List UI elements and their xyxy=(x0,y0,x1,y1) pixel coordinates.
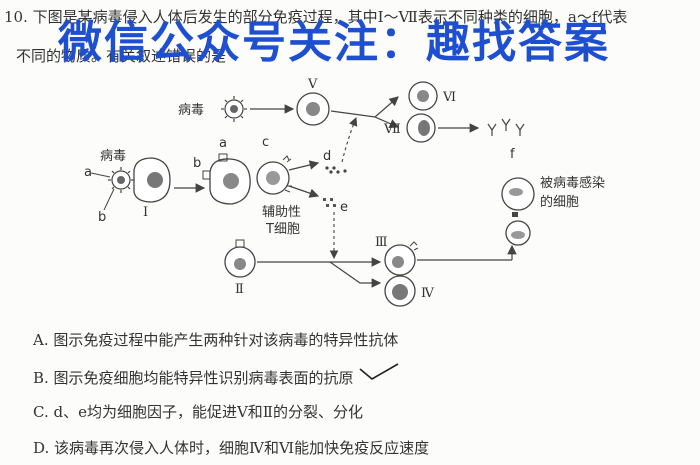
cell-ii xyxy=(224,239,256,278)
cell-vi-label: Ⅵ xyxy=(442,90,456,105)
infected-cell-top xyxy=(501,177,535,217)
cell-v xyxy=(296,92,330,126)
cell-iv xyxy=(384,275,416,307)
antigen-presenting-cell xyxy=(202,153,251,205)
label-d: d xyxy=(323,149,331,164)
cell-i xyxy=(133,157,171,203)
helper-t-label-line1: 辅助性 xyxy=(262,205,301,220)
helper-t-label-line2: T细胞 xyxy=(265,222,300,237)
cell-iii-label: Ⅲ xyxy=(375,235,388,250)
antibody-icons xyxy=(487,118,525,136)
label-e: e xyxy=(340,200,348,215)
label-b-left: b xyxy=(98,210,106,225)
cell-vii-label: Ⅶ xyxy=(383,122,401,137)
infected-label-line2: 的细胞 xyxy=(540,194,579,210)
label-a-mid: a xyxy=(219,136,227,151)
cell-i-label: Ⅰ xyxy=(143,205,148,220)
option-b: B. 图示免疫细胞均能特异性识别病毒表面的抗原 xyxy=(33,369,354,387)
cell-iv-label: Ⅳ xyxy=(421,286,435,301)
question-stem-line-1: 10. 下图是某病毒侵入人体后发生的部分免疫过程，其中Ⅰ～Ⅶ表示不同种类的细胞，… xyxy=(4,8,628,26)
cell-v-label: Ⅴ xyxy=(307,77,318,92)
cell-vii xyxy=(406,113,436,143)
virus-top-label: 病毒 xyxy=(178,103,204,118)
cell-ii-label: Ⅱ xyxy=(235,282,244,297)
label-a-left: a xyxy=(84,165,92,180)
label-c: c xyxy=(262,135,269,150)
option-c: C. d、e均为细胞因子，能促进Ⅴ和Ⅱ的分裂、分化 xyxy=(33,403,363,421)
option-a: A. 图示免疫过程中能产生两种针对该病毒的特异性抗体 xyxy=(33,331,399,349)
watermark-text: 微信公众号关注：趣找答案 xyxy=(58,17,610,68)
cytokine-e-squares xyxy=(323,198,336,207)
virus-left-icon xyxy=(108,167,134,193)
option-d: D. 该病毒再次侵入人体时，细胞Ⅳ和Ⅵ能加快免疫反应速度 xyxy=(33,439,430,457)
virus-top-icon xyxy=(221,96,247,122)
virus-left-label: 病毒 xyxy=(100,149,126,164)
helper-t-cell xyxy=(256,155,292,195)
question-stem-line-2: 不同的物质。有关叙述错误的是 xyxy=(16,47,227,65)
infected-label-line1: 被病毒感染 xyxy=(540,175,605,191)
label-f: f xyxy=(510,147,515,162)
cytokine-d-dots xyxy=(325,166,347,174)
cell-vi xyxy=(408,81,438,111)
label-b-mid: b xyxy=(193,156,201,171)
infected-cell-bottom xyxy=(505,220,531,246)
cell-iii xyxy=(384,241,419,276)
